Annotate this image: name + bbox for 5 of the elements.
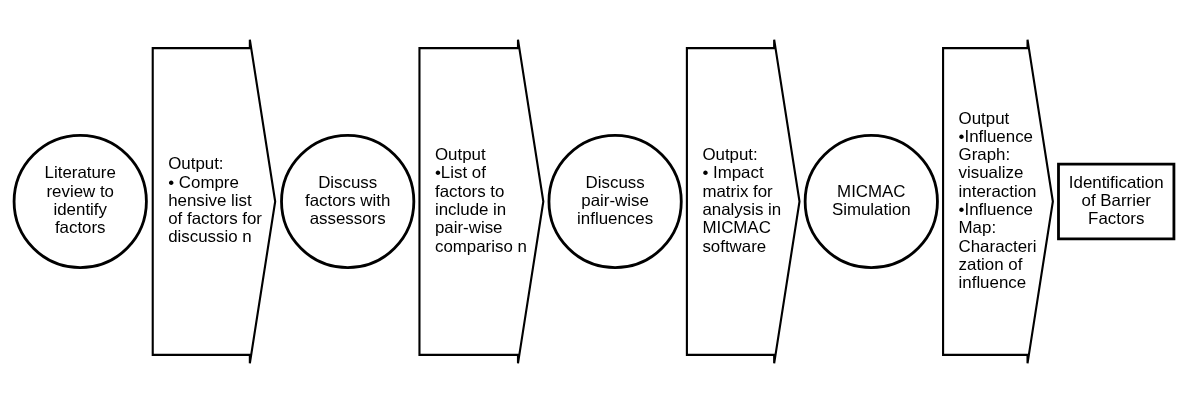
node-circle: MICMAC Simulation xyxy=(803,133,939,270)
node-circle: Discuss factors with assessors xyxy=(280,133,416,270)
node-box: Identification of Barrier Factors xyxy=(1057,162,1176,241)
node-circle: Literature review to identify factors xyxy=(12,133,148,270)
node-circle: Discuss pair-wise influences xyxy=(547,133,683,270)
